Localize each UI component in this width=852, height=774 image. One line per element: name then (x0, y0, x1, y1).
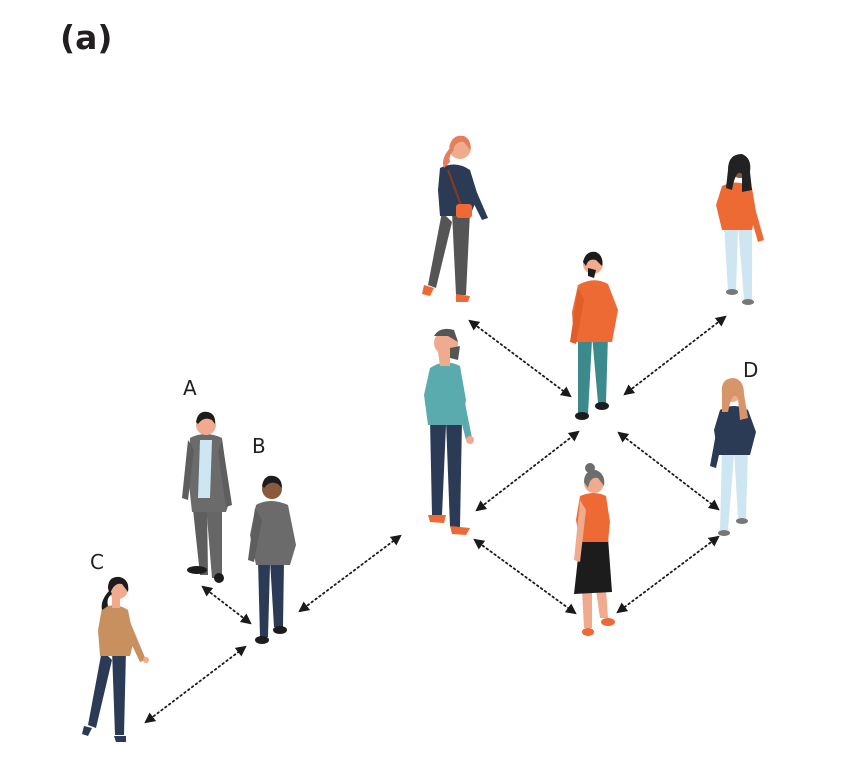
link-b-teal (298, 534, 402, 613)
link-center-d (617, 431, 720, 511)
panel-label: (a) (60, 18, 112, 57)
person-bottom-figure (574, 463, 615, 636)
person-teal-figure (424, 328, 474, 535)
label-a: A (183, 376, 197, 400)
person-topright-figure (716, 154, 764, 305)
person-walker-figure (422, 135, 488, 302)
link-c-b (144, 645, 247, 724)
link-a-b (201, 585, 252, 625)
link-walker-center (468, 319, 572, 398)
link-teal-bottom (473, 538, 577, 615)
link-topright-center (623, 315, 727, 396)
label-b: B (252, 434, 266, 458)
label-c: C (90, 550, 104, 574)
link-d-bottom (616, 535, 720, 614)
person-a-figure (182, 411, 232, 583)
link-teal-center (475, 430, 580, 512)
connection-links (144, 315, 727, 724)
person-d-figure (710, 378, 756, 536)
person-center-figure (570, 251, 618, 420)
person-b-figure (248, 475, 296, 644)
person-c-figure (82, 576, 149, 742)
label-d: D (743, 358, 758, 382)
